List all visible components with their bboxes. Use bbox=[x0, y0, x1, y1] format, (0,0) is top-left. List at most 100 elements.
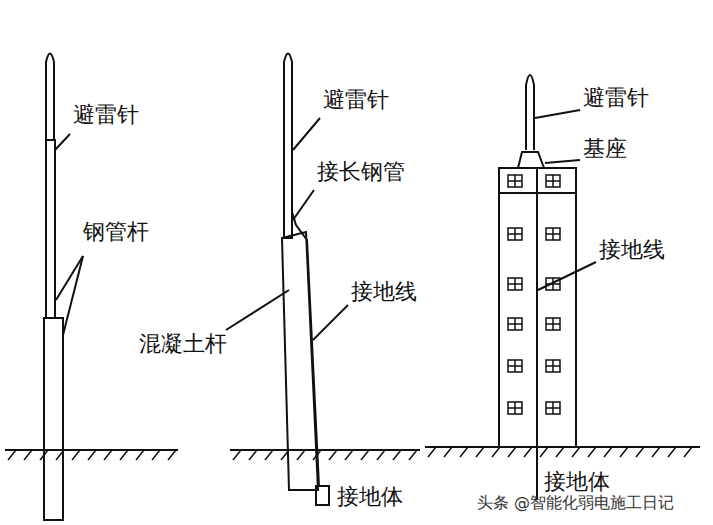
hatch-stroke bbox=[377, 450, 385, 460]
leader-line bbox=[545, 160, 580, 163]
hatch-stroke bbox=[620, 447, 628, 457]
lightning-rod bbox=[526, 75, 534, 150]
hatch-stroke bbox=[588, 447, 596, 457]
leader-line bbox=[293, 118, 320, 150]
hatch-stroke bbox=[297, 450, 305, 460]
window-bar bbox=[546, 323, 560, 325]
hatch-stroke bbox=[409, 450, 417, 460]
hatch-stroke bbox=[540, 447, 548, 457]
window-bar bbox=[508, 233, 522, 235]
hatch-stroke bbox=[136, 450, 144, 460]
hatch-stroke bbox=[233, 450, 241, 460]
leader-line bbox=[63, 256, 83, 335]
leader-line bbox=[226, 290, 289, 330]
window bbox=[508, 360, 522, 372]
window-bar bbox=[546, 407, 560, 409]
part-label: 避雷针 bbox=[72, 103, 140, 127]
window bbox=[546, 318, 560, 330]
window bbox=[508, 318, 522, 330]
leader-line bbox=[535, 110, 580, 118]
hatch-stroke bbox=[636, 447, 644, 457]
window-bar bbox=[546, 365, 560, 367]
part-label: 避雷针 bbox=[322, 88, 390, 112]
hatch-stroke bbox=[265, 450, 273, 460]
part-label: 接地体 bbox=[336, 485, 404, 509]
ground-wire bbox=[292, 212, 319, 486]
hatch-stroke bbox=[361, 450, 369, 460]
hatch-stroke bbox=[476, 447, 484, 457]
window bbox=[546, 360, 560, 372]
ground-body bbox=[316, 486, 329, 505]
window bbox=[508, 278, 522, 290]
hatch-stroke bbox=[345, 450, 353, 460]
hatch-stroke bbox=[604, 447, 612, 457]
leader-line bbox=[313, 305, 348, 340]
part-label: 接地线 bbox=[598, 238, 666, 262]
steel-pipe bbox=[46, 140, 55, 318]
hatch-stroke bbox=[508, 447, 516, 457]
window-bar bbox=[546, 233, 560, 235]
hatch-stroke bbox=[281, 450, 289, 460]
leader-line bbox=[55, 134, 70, 150]
hatch-stroke bbox=[428, 447, 436, 457]
window bbox=[508, 228, 522, 240]
lightning-rod bbox=[284, 54, 292, 201]
hatch-stroke bbox=[460, 447, 468, 457]
leader-line bbox=[293, 190, 314, 220]
hatch-stroke bbox=[524, 447, 532, 457]
ground-wire bbox=[536, 168, 538, 500]
hatch-stroke bbox=[652, 447, 660, 457]
hatch-stroke bbox=[668, 447, 676, 457]
windows bbox=[508, 175, 560, 414]
part-label: 混凝土杆 bbox=[138, 332, 228, 356]
window-bar bbox=[546, 283, 560, 285]
hatch-stroke bbox=[556, 447, 564, 457]
window bbox=[508, 402, 522, 414]
watermark: 头条 @智能化弱电施工日记 bbox=[476, 494, 675, 512]
window-bar bbox=[508, 180, 522, 182]
hatch-stroke bbox=[8, 450, 16, 460]
hatch-stroke bbox=[152, 450, 160, 460]
part-label: 接地体 bbox=[543, 470, 611, 494]
hatch-stroke bbox=[572, 447, 580, 457]
hatch-stroke bbox=[329, 450, 337, 460]
window bbox=[546, 175, 560, 187]
ground-line bbox=[230, 449, 420, 451]
hatch-stroke bbox=[444, 447, 452, 457]
hatch-stroke bbox=[313, 450, 321, 460]
window bbox=[508, 175, 522, 187]
hatch-stroke bbox=[249, 450, 257, 460]
base bbox=[518, 152, 544, 168]
ground-hatch bbox=[8, 447, 692, 460]
part-label: 接长钢管 bbox=[316, 160, 406, 184]
window-bar bbox=[546, 180, 560, 182]
window bbox=[546, 278, 560, 290]
leader-line bbox=[56, 256, 83, 300]
part-label: 钢管杆 bbox=[82, 220, 150, 244]
window-bar bbox=[508, 407, 522, 409]
hatch-stroke bbox=[492, 447, 500, 457]
hatch-stroke bbox=[168, 450, 176, 460]
extension-pipe bbox=[284, 200, 292, 238]
hatch-stroke bbox=[24, 450, 32, 460]
hatch-stroke bbox=[104, 450, 112, 460]
lightning-rod bbox=[46, 54, 54, 141]
hatch-stroke bbox=[120, 450, 128, 460]
window bbox=[546, 402, 560, 414]
hatch-stroke bbox=[393, 450, 401, 460]
window-bar bbox=[508, 283, 522, 285]
hatch-stroke bbox=[56, 450, 64, 460]
window bbox=[546, 228, 560, 240]
window-bar bbox=[508, 365, 522, 367]
part-label: 接地线 bbox=[350, 280, 418, 304]
hatch-stroke bbox=[72, 450, 80, 460]
window-bar bbox=[508, 323, 522, 325]
hatch-stroke bbox=[40, 450, 48, 460]
hatch-stroke bbox=[684, 447, 692, 457]
leader-line bbox=[538, 262, 596, 290]
part-label: 避雷针 bbox=[582, 86, 650, 110]
hatch-stroke bbox=[88, 450, 96, 460]
steel-pipe bbox=[44, 318, 63, 520]
